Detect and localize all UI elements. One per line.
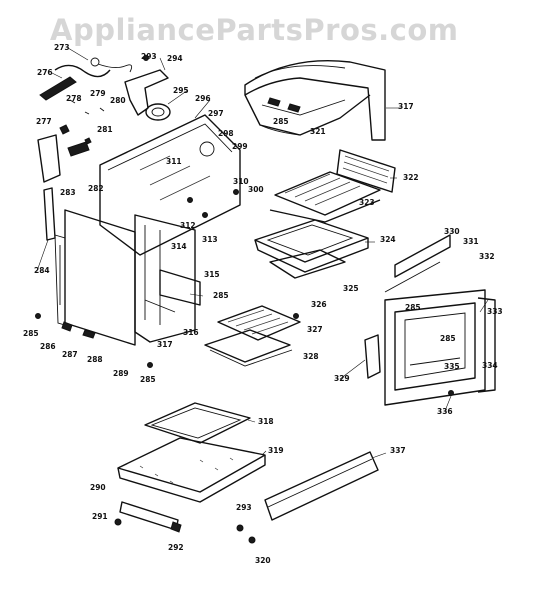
callout-336: 336 bbox=[437, 407, 453, 416]
callout-295: 295 bbox=[173, 86, 189, 95]
callout-282: 282 bbox=[88, 184, 104, 193]
screw-parts bbox=[35, 55, 454, 544]
callout-300: 300 bbox=[248, 185, 264, 194]
drip-pan-part bbox=[204, 305, 301, 367]
hinge-bar-part bbox=[114, 501, 182, 533]
callout-285-door: 285 bbox=[405, 303, 421, 312]
callout-318: 318 bbox=[258, 417, 274, 426]
broiler-pan-part bbox=[254, 219, 369, 279]
callout-292: 292 bbox=[168, 543, 184, 552]
callout-285-mid: 285 bbox=[213, 291, 229, 300]
callout-317-lower: 317 bbox=[157, 340, 173, 349]
callout-277: 277 bbox=[36, 117, 52, 126]
callout-273: 273 bbox=[54, 43, 70, 52]
drawer-bottom-part bbox=[117, 402, 266, 503]
callout-319: 319 bbox=[268, 446, 284, 455]
callout-labels: 273 276 278 279 280 277 281 293 294 295 … bbox=[23, 43, 503, 565]
callout-287: 287 bbox=[62, 350, 78, 359]
callout-332: 332 bbox=[479, 252, 495, 261]
side-trim-part bbox=[37, 134, 90, 241]
leader-lines bbox=[36, 47, 489, 459]
callout-334: 334 bbox=[482, 361, 498, 370]
callout-285-bottom: 285 bbox=[140, 375, 156, 384]
callout-333: 333 bbox=[487, 307, 503, 316]
callout-284: 284 bbox=[34, 266, 50, 275]
oven-rack-part bbox=[269, 149, 396, 223]
callout-285-left: 285 bbox=[23, 329, 39, 338]
callout-331: 331 bbox=[463, 237, 479, 246]
kick-panel-part bbox=[264, 451, 379, 521]
callout-320: 320 bbox=[255, 556, 271, 565]
callout-296: 296 bbox=[195, 94, 211, 103]
callout-323: 323 bbox=[359, 198, 375, 207]
callout-283: 283 bbox=[60, 188, 76, 197]
callout-311: 311 bbox=[166, 157, 182, 166]
callout-314: 314 bbox=[171, 242, 187, 251]
callout-324: 324 bbox=[380, 235, 396, 244]
callout-310: 310 bbox=[233, 177, 249, 186]
callout-299: 299 bbox=[232, 142, 248, 151]
callout-328: 328 bbox=[303, 352, 319, 361]
callout-279: 279 bbox=[90, 89, 106, 98]
callout-317-cooktop: 317 bbox=[398, 102, 414, 111]
callout-313: 313 bbox=[202, 235, 218, 244]
callout-290: 290 bbox=[90, 483, 106, 492]
callout-286: 286 bbox=[40, 342, 56, 351]
watermark-text: AppliancePartsPros.com bbox=[50, 13, 458, 47]
callout-297: 297 bbox=[208, 109, 224, 118]
callout-293-top: 293 bbox=[141, 52, 157, 61]
oven-side-panel-part bbox=[54, 209, 136, 346]
callout-316: 316 bbox=[183, 328, 199, 337]
oven-door-part bbox=[364, 234, 496, 406]
callout-337: 337 bbox=[390, 446, 406, 455]
callout-285-door-mid: 285 bbox=[440, 334, 456, 343]
bracket-part bbox=[124, 69, 171, 121]
callout-325: 325 bbox=[343, 284, 359, 293]
callout-280: 280 bbox=[110, 96, 126, 105]
callout-322: 322 bbox=[403, 173, 419, 182]
cooktop-part bbox=[244, 59, 386, 141]
callout-312: 312 bbox=[180, 221, 196, 230]
callout-326: 326 bbox=[311, 300, 327, 309]
callout-291: 291 bbox=[92, 512, 108, 521]
callout-335: 335 bbox=[444, 362, 460, 371]
callout-293-bottom: 293 bbox=[236, 503, 252, 512]
callout-315: 315 bbox=[204, 270, 220, 279]
callout-278: 278 bbox=[66, 94, 82, 103]
callout-288: 288 bbox=[87, 355, 103, 364]
callout-321: 321 bbox=[310, 127, 326, 136]
callout-285-cooktop: 285 bbox=[273, 117, 289, 126]
callout-289: 289 bbox=[113, 369, 129, 378]
callout-329: 329 bbox=[334, 374, 350, 383]
callout-330: 330 bbox=[444, 227, 460, 236]
back-panel-part bbox=[99, 114, 241, 256]
callout-276: 276 bbox=[37, 68, 53, 77]
callout-298: 298 bbox=[218, 129, 234, 138]
oven-liner-part bbox=[134, 214, 201, 343]
callout-294: 294 bbox=[167, 54, 183, 63]
callout-327: 327 bbox=[307, 325, 323, 334]
callout-281: 281 bbox=[97, 125, 113, 134]
